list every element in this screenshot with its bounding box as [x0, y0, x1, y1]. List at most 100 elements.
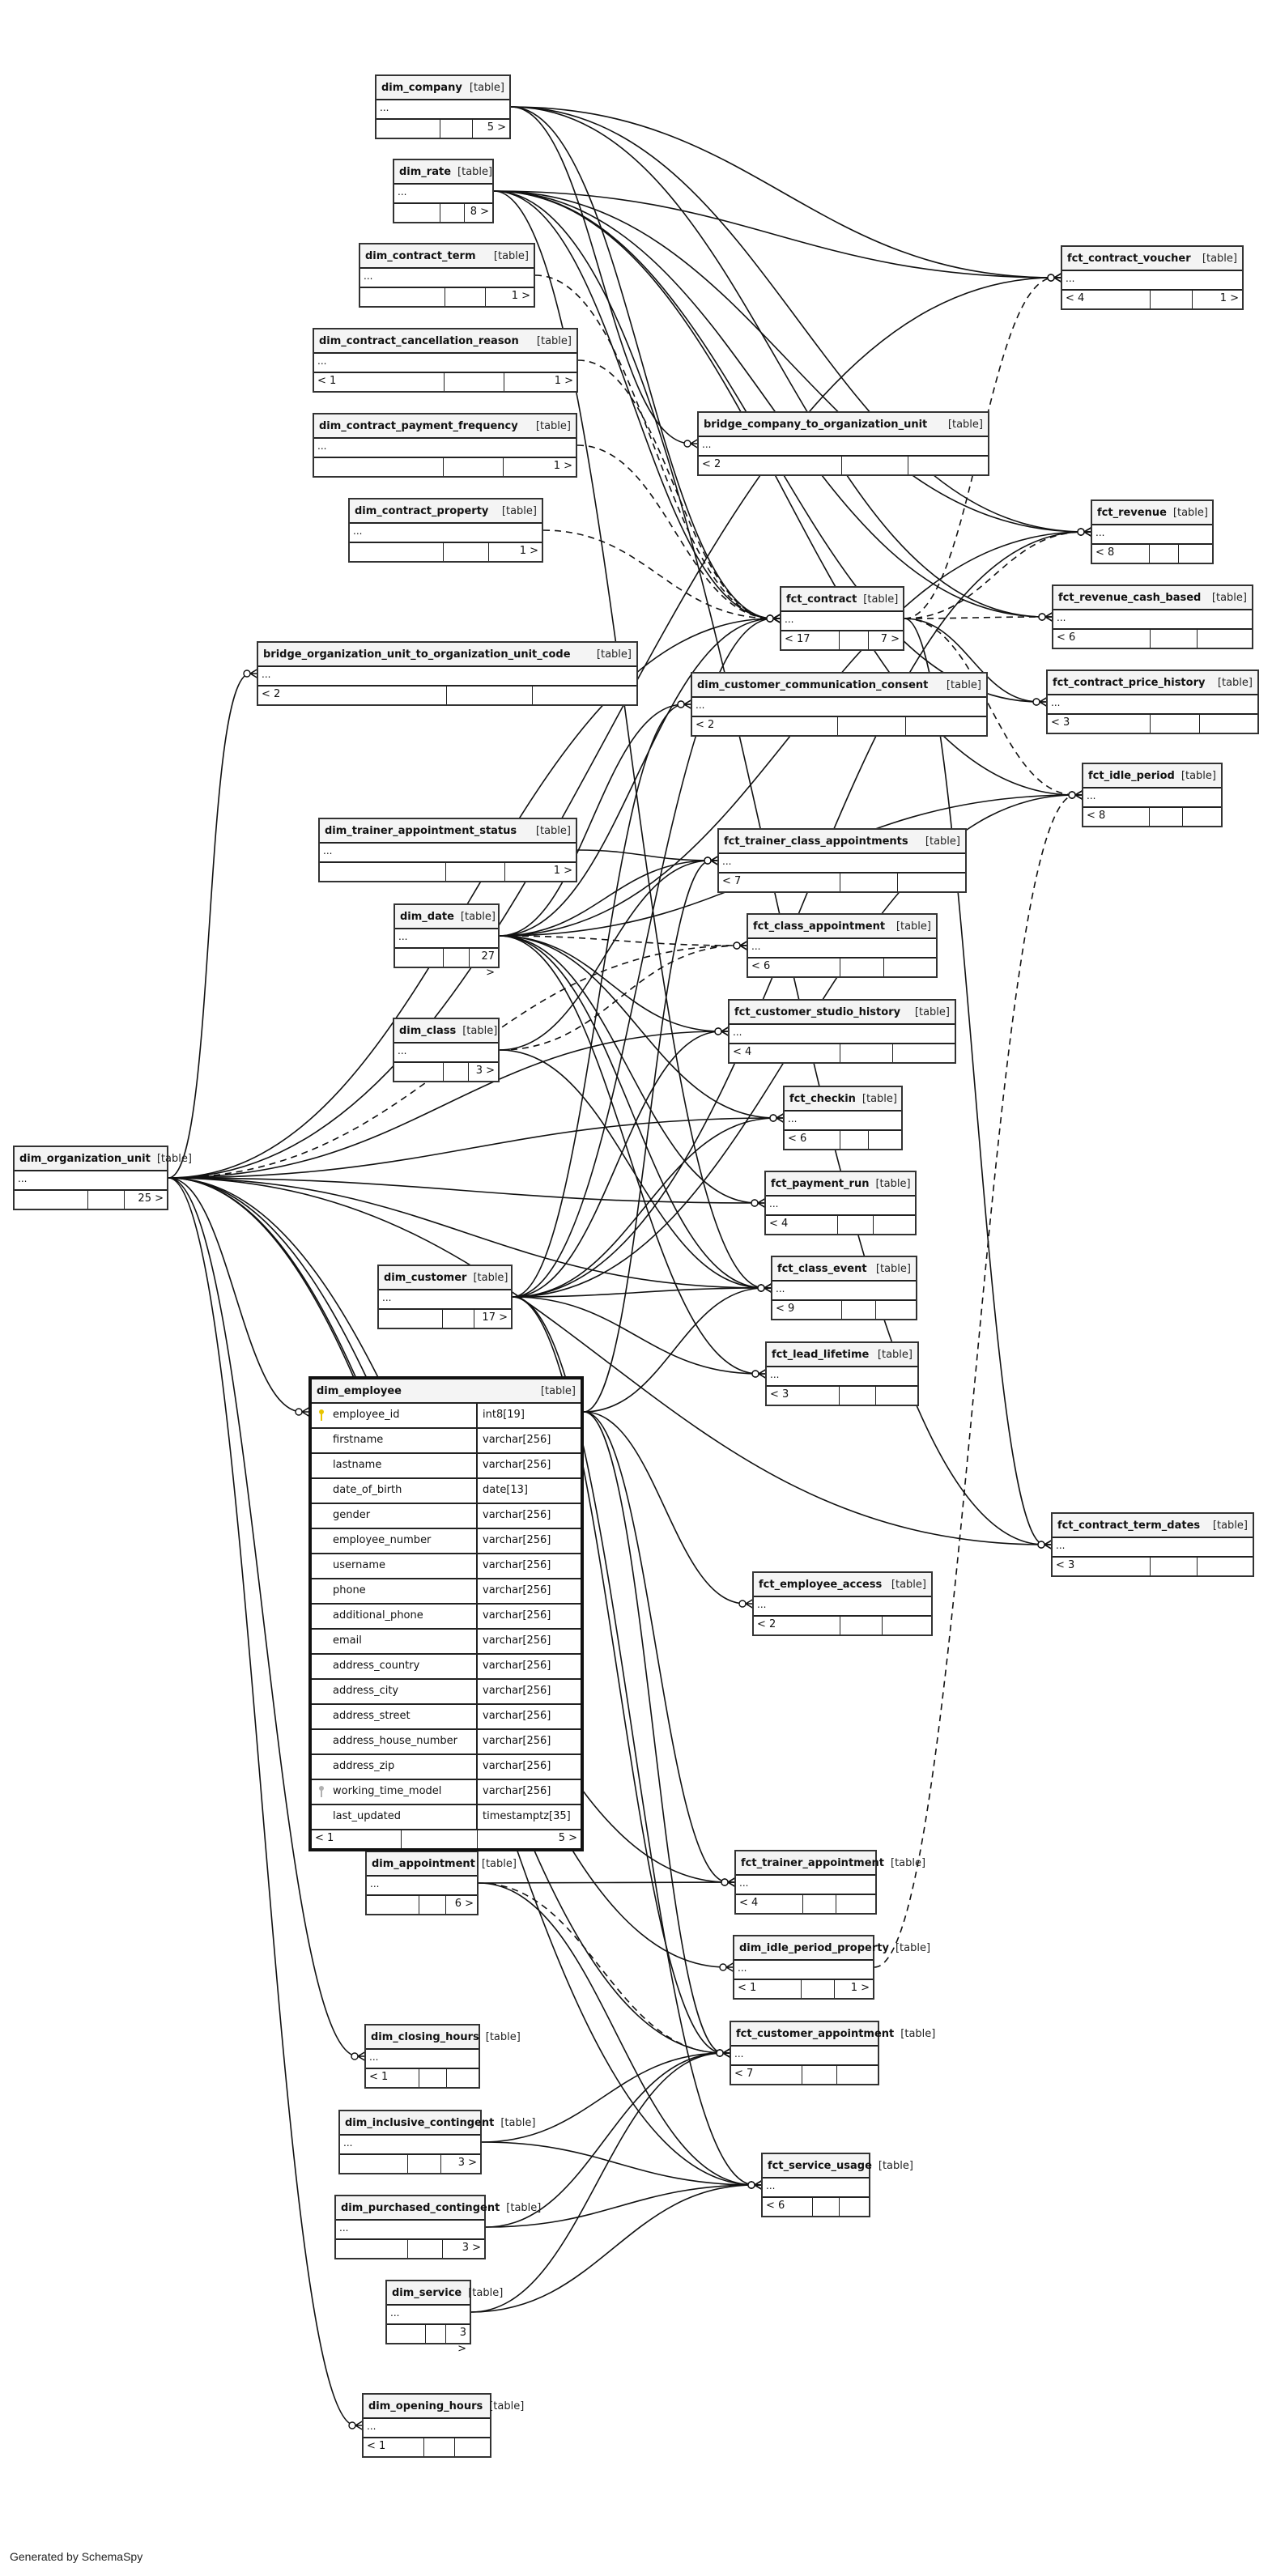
child-count[interactable]: 3 > — [457, 2157, 477, 2169]
table-name[interactable]: bridge_company_to_organization_unit — [704, 418, 928, 431]
parent-count[interactable]: < 2 — [258, 687, 448, 704]
parent-count[interactable]: < 6 — [763, 2198, 814, 2216]
parent-count[interactable]: < 8 — [1092, 545, 1151, 563]
child-count[interactable] — [883, 1617, 931, 1634]
table-dim-customer[interactable]: dim_customer[table]...17 > — [377, 1265, 513, 1329]
child-count[interactable] — [840, 2198, 869, 2216]
table-fct-service-usage[interactable]: fct_service_usage[table]...< 6 — [761, 2153, 913, 2217]
child-count[interactable] — [1198, 1558, 1253, 1575]
table-dim-contract-term[interactable]: dim_contract_term[table]...1 > — [359, 243, 535, 308]
table-name[interactable]: dim_contract_cancellation_reason — [319, 334, 519, 347]
parent-count[interactable] — [367, 1896, 419, 1914]
child-count[interactable]: 3 > — [457, 2327, 466, 2355]
parent-count[interactable]: < 6 — [785, 1131, 840, 1149]
table-name[interactable]: dim_idle_period_property — [739, 1941, 889, 1954]
table-name[interactable]: fct_class_event — [777, 1262, 867, 1275]
parent-count[interactable] — [360, 288, 445, 306]
child-count[interactable] — [898, 874, 965, 891]
parent-count[interactable]: < 17 — [781, 631, 840, 649]
parent-count[interactable] — [387, 2325, 426, 2343]
child-count[interactable] — [874, 1216, 915, 1234]
table-fct-checkin[interactable]: fct_checkin[table]...< 6 — [783, 1086, 903, 1150]
table-name[interactable]: dim_closing_hours — [371, 2030, 479, 2043]
parent-count[interactable]: < 4 — [1062, 291, 1151, 308]
child-count[interactable] — [1183, 808, 1221, 826]
table-dim-company[interactable]: dim_company[table]...5 > — [375, 74, 511, 139]
table-name[interactable]: fct_payment_run — [771, 1177, 870, 1190]
parent-count[interactable] — [379, 1310, 443, 1328]
table-fct-trainer-appointment[interactable]: fct_trainer_appointment[table]...< 4 — [734, 1850, 925, 1915]
parent-count[interactable]: < 1 — [366, 2069, 420, 2087]
table-name[interactable]: bridge_organization_unit_to_organization… — [263, 648, 571, 661]
child-count[interactable]: 5 > — [487, 121, 506, 134]
table-name[interactable]: fct_trainer_appointment — [741, 1856, 884, 1869]
table-name[interactable]: fct_employee_access — [759, 1578, 883, 1591]
table-fct-idle-period[interactable]: fct_idle_period[table]...< 8 — [1082, 763, 1223, 827]
table-dim-opening-hours[interactable]: dim_opening_hours[table]...< 1 — [362, 2393, 524, 2458]
parent-count[interactable]: < 7 — [719, 874, 841, 891]
parent-count[interactable]: < 3 — [767, 1387, 840, 1405]
table-fct-customer-appointment[interactable]: fct_customer_appointment[table]...< 7 — [730, 2021, 935, 2085]
parent-count[interactable]: < 8 — [1083, 808, 1151, 826]
table-dim-purchased-contingent[interactable]: dim_purchased_contingent[table]...3 > — [334, 2195, 541, 2259]
parent-count[interactable] — [15, 1191, 89, 1209]
table-name[interactable]: dim_opening_hours — [368, 2400, 483, 2412]
table-fct-lead-lifetime[interactable]: fct_lead_lifetime[table]...< 3 — [765, 1341, 919, 1406]
parent-count[interactable] — [376, 120, 441, 138]
table-dim-organization-unit[interactable]: dim_organization_unit[table]...25 > — [13, 1146, 192, 1210]
child-count[interactable]: 1 > — [553, 460, 572, 472]
table-bridge-company-to-organization-unit[interactable]: bridge_company_to_organization_unit[tabl… — [697, 411, 989, 476]
table-name[interactable]: fct_trainer_class_appointments — [724, 835, 908, 848]
parent-count[interactable] — [394, 204, 441, 222]
table-name[interactable]: fct_idle_period — [1088, 769, 1175, 782]
child-count[interactable]: 1 > — [554, 375, 573, 387]
child-count[interactable] — [1179, 545, 1212, 563]
table-name[interactable]: fct_customer_studio_history — [734, 1005, 901, 1018]
table-name[interactable]: fct_lead_lifetime — [772, 1348, 870, 1361]
child-count[interactable]: 1 > — [850, 1982, 870, 1994]
table-name[interactable]: dim_contract_payment_frequency — [319, 419, 518, 432]
table-name[interactable]: dim_date — [400, 910, 454, 923]
parent-count[interactable] — [395, 949, 445, 967]
table-name[interactable]: dim_customer — [384, 1271, 467, 1284]
table-name[interactable]: fct_revenue — [1097, 506, 1167, 519]
parent-count[interactable]: < 6 — [748, 959, 840, 976]
child-count[interactable]: 6 > — [454, 1898, 474, 1910]
parent-count[interactable]: < 2 — [699, 457, 843, 474]
parent-count[interactable]: < 2 — [754, 1617, 841, 1634]
table-fct-payment-run[interactable]: fct_payment_run[table]...< 4 — [764, 1171, 917, 1235]
table-dim-service[interactable]: dim_service[table]...3 > — [385, 2280, 503, 2355]
parent-count[interactable]: < 3 — [1053, 1558, 1151, 1575]
table-name[interactable]: dim_contract_property — [355, 504, 489, 517]
table-name[interactable]: dim_company — [381, 81, 462, 94]
table-name[interactable]: dim_customer_communication_consent — [697, 678, 929, 691]
table-dim-customer-communication-consent[interactable]: dim_customer_communication_consent[table… — [691, 672, 988, 737]
parent-count[interactable]: < 4 — [736, 1895, 804, 1913]
table-name[interactable]: fct_service_usage — [768, 2159, 872, 2172]
parent-count[interactable] — [350, 543, 445, 561]
table-fct-contract-term-dates[interactable]: fct_contract_term_dates[table]...< 3 — [1051, 1512, 1254, 1577]
parent-count[interactable]: < 7 — [731, 2066, 802, 2084]
table-dim-contract-payment-frequency[interactable]: dim_contract_payment_frequency[table]...… — [313, 413, 577, 478]
table-dim-appointment[interactable]: dim_appointment[table]...6 > — [365, 1851, 517, 1915]
child-count[interactable] — [906, 717, 986, 735]
child-count[interactable] — [876, 1387, 917, 1405]
child-count[interactable] — [447, 2069, 479, 2087]
parent-count[interactable]: < 1 — [314, 373, 445, 391]
table-name[interactable]: dim_class — [399, 1024, 457, 1037]
